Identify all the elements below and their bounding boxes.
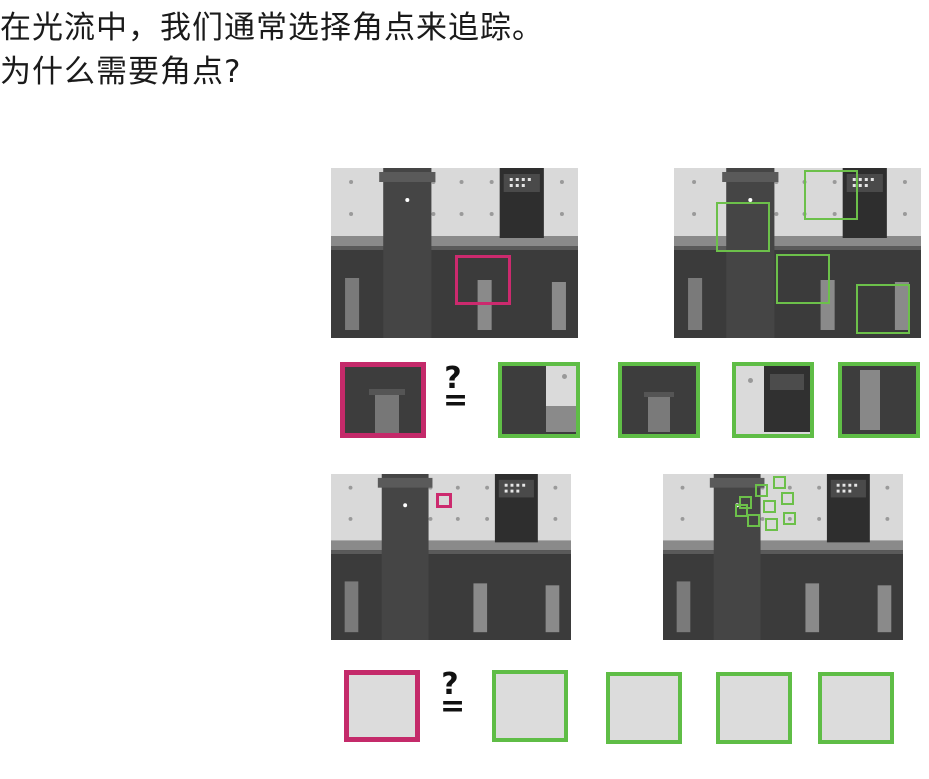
candidate-window-small-5 [763,500,776,513]
candidate-patch-flat-1 [492,670,568,742]
candidate-window-3 [776,254,830,304]
candidate-window-1 [716,202,770,252]
candidate-window-small-3 [773,476,786,489]
scene-flat-query [331,474,571,640]
query-patch-flat [344,670,420,742]
question-title: 在光流中，我们通常选择角点来追踪。 为什么需要角点? [0,6,544,94]
query-patch-textured [340,362,426,438]
equals-sign: = [443,383,469,418]
candidate-patch-2 [618,362,700,438]
title-line-2: 为什么需要角点? [0,54,242,90]
candidate-patch-1 [498,362,580,438]
candidate-patch-flat-4 [818,672,894,744]
scene-flat-candidates [663,474,903,640]
scene-textured-candidates [674,168,921,338]
candidate-window-4 [856,284,910,334]
candidate-patch-flat-2 [606,672,682,744]
candidate-window-small-6 [747,514,760,527]
candidate-window-small-1 [739,496,752,509]
query-window [455,255,511,305]
title-line-1: 在光流中，我们通常选择角点来追踪。 [0,10,544,46]
candidate-patch-flat-3 [716,672,792,744]
candidate-window-2 [804,170,858,220]
scene-textured-query [331,168,578,338]
equals-sign: = [440,689,466,724]
candidate-window-small-8 [783,512,796,525]
compare-symbol-row4: ? = [440,667,466,724]
candidate-patch-4 [838,362,920,438]
question-mark: ? [444,361,462,396]
compare-symbol-row2: ? = [443,361,469,418]
query-window-small [436,493,452,508]
candidate-window-small-9 [735,504,748,517]
candidate-patch-3 [732,362,814,438]
candidate-window-small-7 [765,518,778,531]
question-mark: ? [441,667,459,702]
candidate-window-small-4 [781,492,794,505]
candidate-window-small-2 [755,484,768,497]
